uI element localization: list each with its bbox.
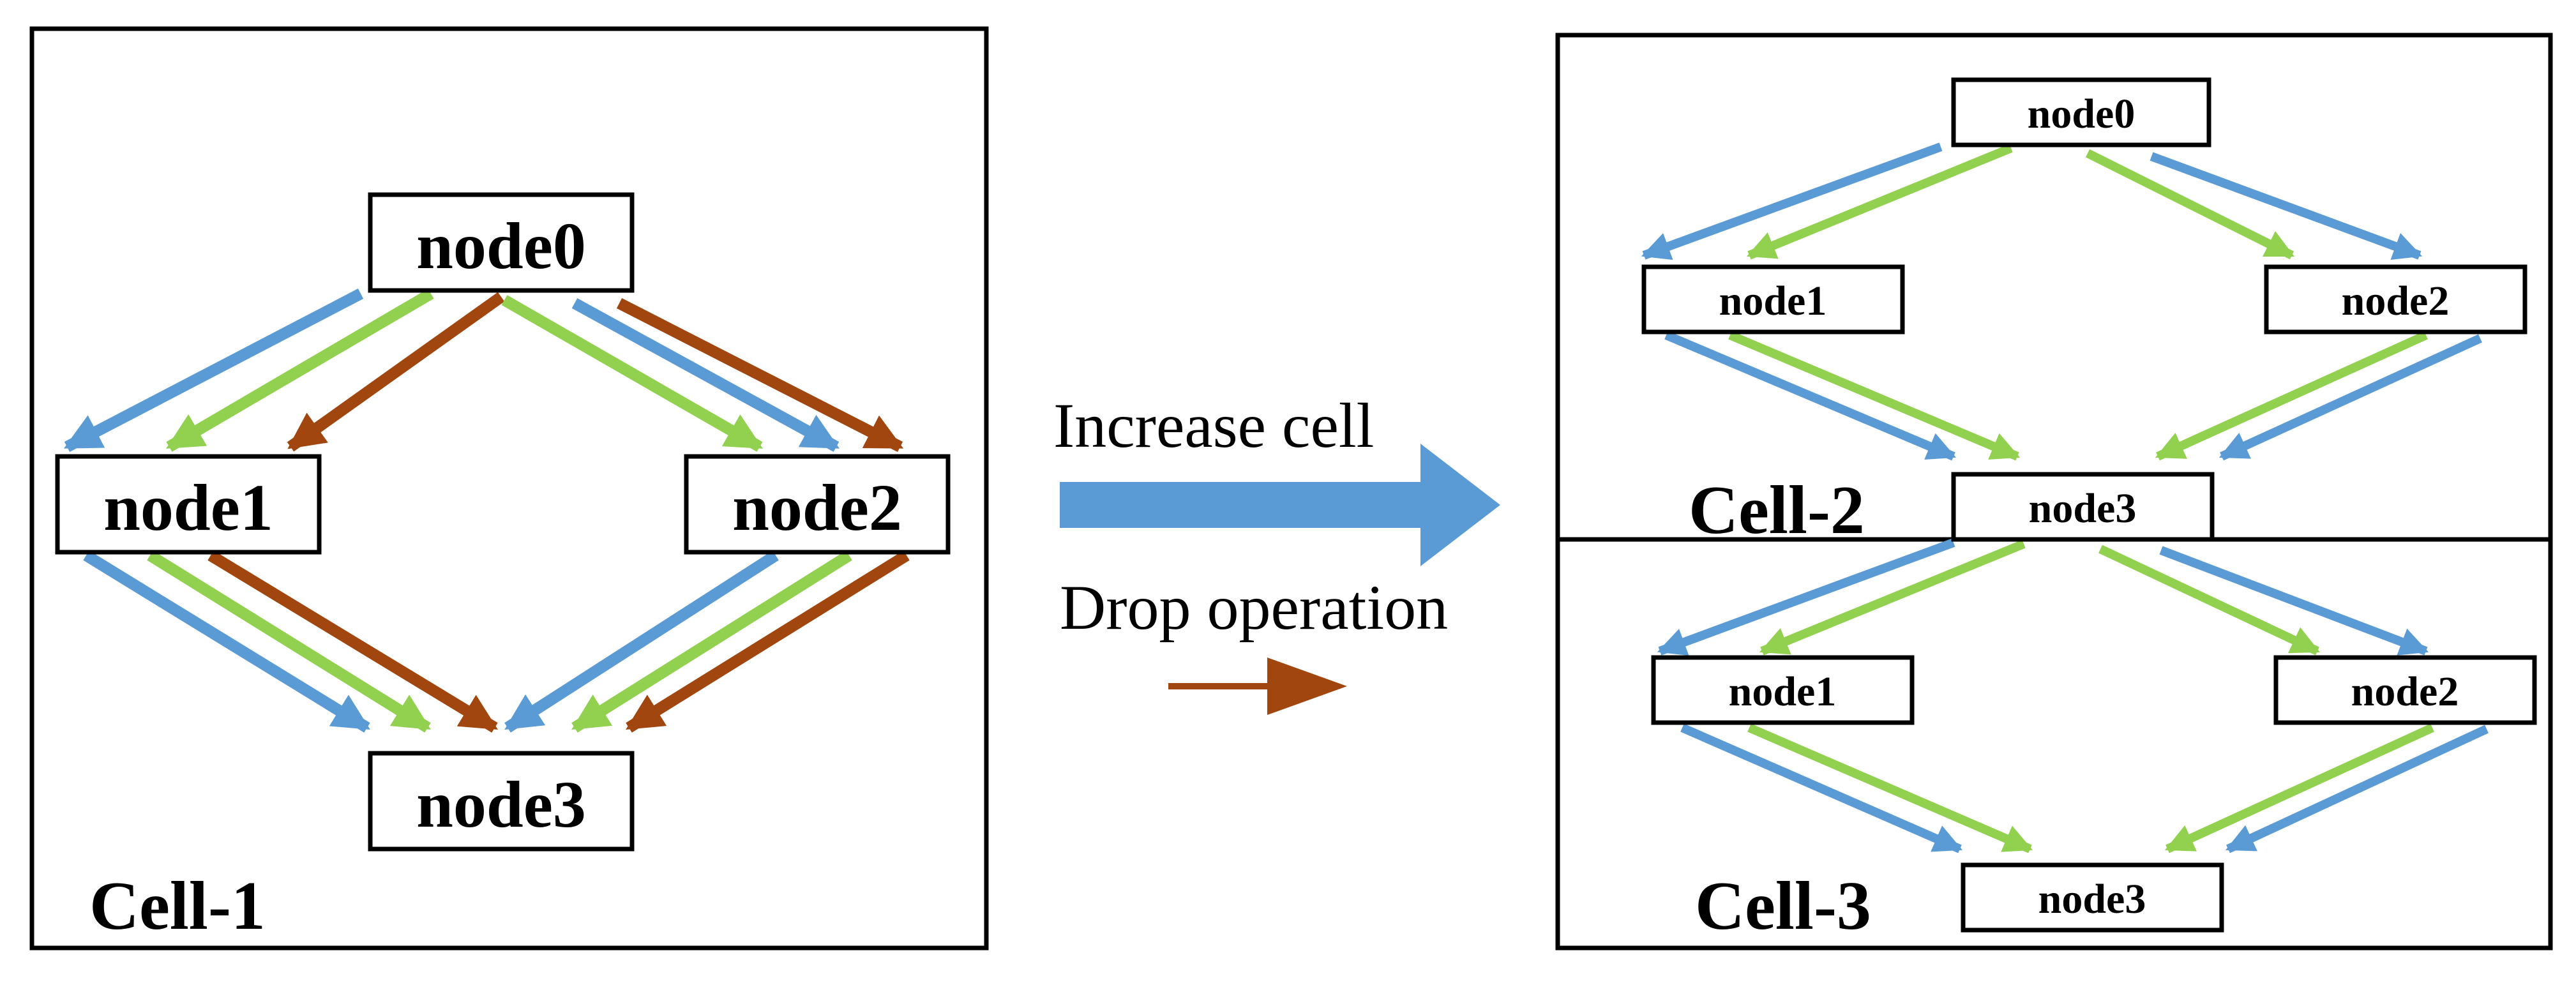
edge-blue-n1-n3 bbox=[1664, 331, 1957, 461]
edge-blue-n0-n1 bbox=[1657, 538, 1955, 656]
edge-green-n0-n2 bbox=[501, 295, 763, 452]
edge-blue-n0-n2 bbox=[2150, 152, 2423, 260]
edge-green-n1-n3 bbox=[1728, 331, 2021, 461]
cell-1-label: Cell-1 bbox=[89, 868, 266, 944]
cell-2-label: Cell-2 bbox=[1689, 472, 1865, 548]
edge-blue-n1-n3 bbox=[1680, 723, 1963, 853]
node-label: node0 bbox=[2028, 91, 2135, 137]
cell-1-bottom-edges bbox=[83, 550, 910, 733]
legend: Increase cell Drop operation bbox=[1053, 390, 1500, 715]
edge-green-n0-n1 bbox=[1746, 144, 2013, 260]
legend-drop-operation-text: Drop operation bbox=[1060, 572, 1448, 643]
edge-green-n2-n3 bbox=[571, 550, 852, 733]
node-label: node3 bbox=[416, 768, 586, 841]
edge-blue-n2-n3 bbox=[504, 550, 779, 733]
cell-1-node2: node2 bbox=[684, 454, 951, 555]
cell-2-node0: node0 bbox=[1951, 77, 2211, 147]
edge-blue-n2-n3 bbox=[2218, 334, 2482, 461]
cell-2-panel: node0 node1 node2 node3 Cell-2 bbox=[1641, 77, 2527, 548]
node-label: node2 bbox=[732, 471, 902, 545]
node-label: node3 bbox=[2038, 876, 2146, 922]
cell-2-node2: node2 bbox=[2264, 264, 2527, 334]
node-label: node0 bbox=[416, 209, 586, 283]
edge-blue-n0-n2 bbox=[2159, 546, 2429, 656]
edge-brown-n2-n3 bbox=[626, 550, 910, 733]
cell-1-frame bbox=[29, 26, 989, 951]
edge-green-n2-n3 bbox=[2155, 331, 2428, 461]
cell-3-node3: node3 bbox=[1961, 862, 2224, 933]
cell-3-node2: node2 bbox=[2273, 655, 2537, 725]
cell-1-panel: node0 node1 node2 node3 Cell-1 bbox=[29, 26, 989, 951]
node-label: node1 bbox=[1729, 668, 1837, 715]
cell-3-panel: node1 node2 node3 Cell-3 bbox=[1651, 655, 2537, 944]
node-label: node1 bbox=[103, 471, 273, 545]
cells-2-3-frame bbox=[1555, 33, 2553, 951]
edge-brown-n1-n3 bbox=[207, 550, 498, 733]
edge-brown-n0-n1 bbox=[287, 292, 505, 452]
cell-1-node0: node0 bbox=[368, 192, 635, 293]
edge-green-n1-n3 bbox=[1747, 723, 2033, 853]
legend-increase-cell-text: Increase cell bbox=[1053, 390, 1374, 461]
edge-blue-n1-n3 bbox=[83, 550, 370, 733]
edge-green-n1-n3 bbox=[147, 550, 431, 733]
node-label: node3 bbox=[2029, 485, 2137, 532]
edge-blue-n0-n1 bbox=[63, 289, 364, 452]
node-label: node2 bbox=[2351, 668, 2459, 715]
cell-2-edges bbox=[1641, 142, 2482, 461]
cell-1-node1: node1 bbox=[55, 454, 322, 555]
cell-2-node1: node1 bbox=[1641, 264, 1905, 334]
node-label: node2 bbox=[2342, 278, 2450, 324]
edge-blue-n2-n3 bbox=[2225, 725, 2489, 853]
cell-2-node3: node3 bbox=[1951, 472, 2215, 542]
legend-drop-operation-arrow bbox=[1168, 658, 1347, 715]
cell-3-label: Cell-3 bbox=[1695, 868, 1871, 944]
node-label: node1 bbox=[1719, 278, 1827, 324]
edge-green-n0-n1 bbox=[166, 289, 434, 452]
edge-green-n2-n3 bbox=[2164, 723, 2434, 853]
edge-brown-n0-n2 bbox=[616, 297, 904, 453]
cell-3-edges bbox=[1657, 538, 2489, 853]
cell-1-node3: node3 bbox=[368, 751, 635, 852]
edge-blue-n0-n1 bbox=[1641, 142, 1943, 260]
edge-green-n0-n2 bbox=[2085, 149, 2295, 260]
edge-green-n0-n2 bbox=[2098, 545, 2321, 656]
cell-3-node1: node1 bbox=[1651, 655, 1915, 725]
legend-increase-cell-arrow bbox=[1060, 444, 1500, 566]
edge-green-n0-n1 bbox=[1759, 539, 2026, 656]
cell-1-top-edges bbox=[63, 289, 904, 453]
edge-blue-n0-n2 bbox=[571, 298, 840, 452]
